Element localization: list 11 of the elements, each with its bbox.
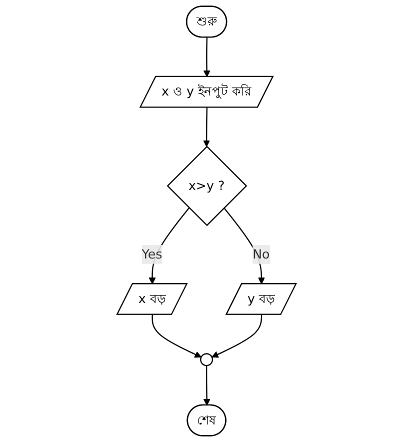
arrow bbox=[212, 314, 262, 358]
edge-label: Yes bbox=[142, 246, 162, 262]
edge-label: No bbox=[252, 246, 270, 262]
arrow bbox=[203, 108, 210, 147]
arrow bbox=[224, 207, 265, 284]
arrow bbox=[148, 207, 190, 284]
arrow bbox=[203, 366, 210, 406]
node-circle bbox=[200, 353, 213, 366]
node-diamond: x>y ? bbox=[166, 146, 248, 226]
arrow bbox=[203, 37, 210, 78]
arrow bbox=[152, 314, 202, 358]
